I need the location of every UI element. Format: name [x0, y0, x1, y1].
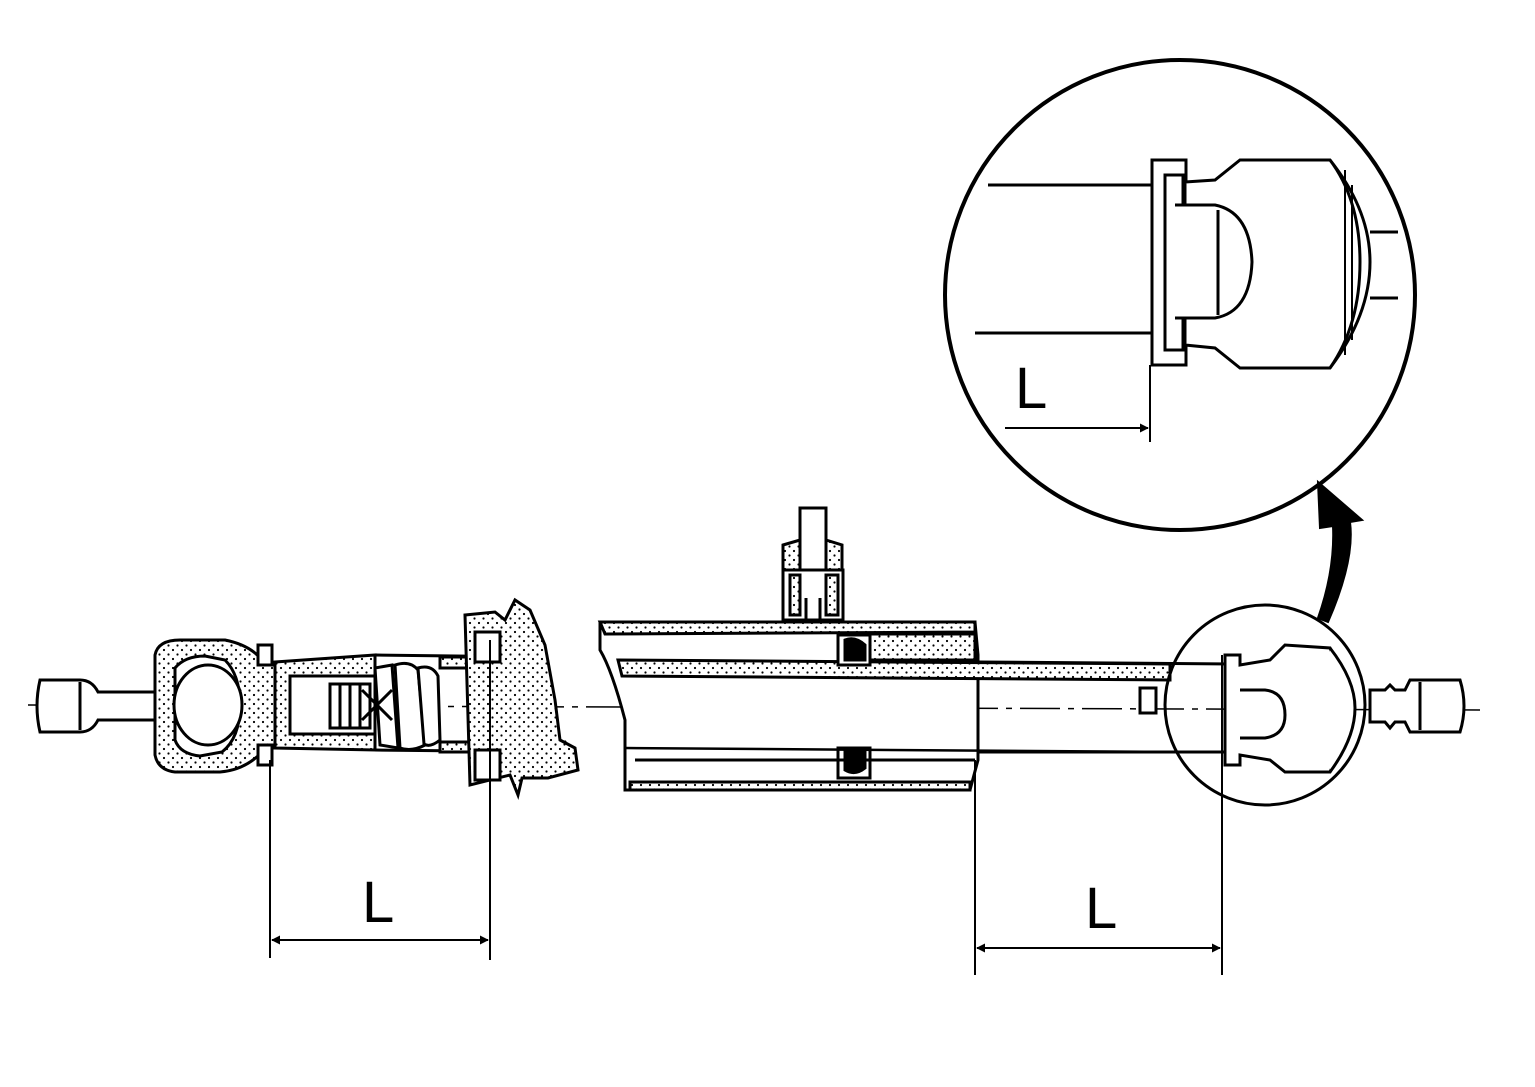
left-bellows: [373, 663, 400, 750]
detail-dimension-label: L: [1015, 356, 1047, 421]
valve-stem: [798, 506, 828, 582]
right-dimension-label: L: [1085, 876, 1117, 941]
dimensions: [269, 760, 1221, 958]
detail-origin-circle: [1163, 603, 1367, 807]
detail-callout-arrow: [1316, 479, 1365, 624]
left-assembly: [35, 597, 580, 960]
detail-view: [943, 58, 1417, 532]
right-assembly: [977, 603, 1466, 975]
left-rod-end: [35, 678, 157, 734]
middle-assembly: [597, 506, 1172, 975]
left-dimension-label: L: [362, 870, 394, 935]
